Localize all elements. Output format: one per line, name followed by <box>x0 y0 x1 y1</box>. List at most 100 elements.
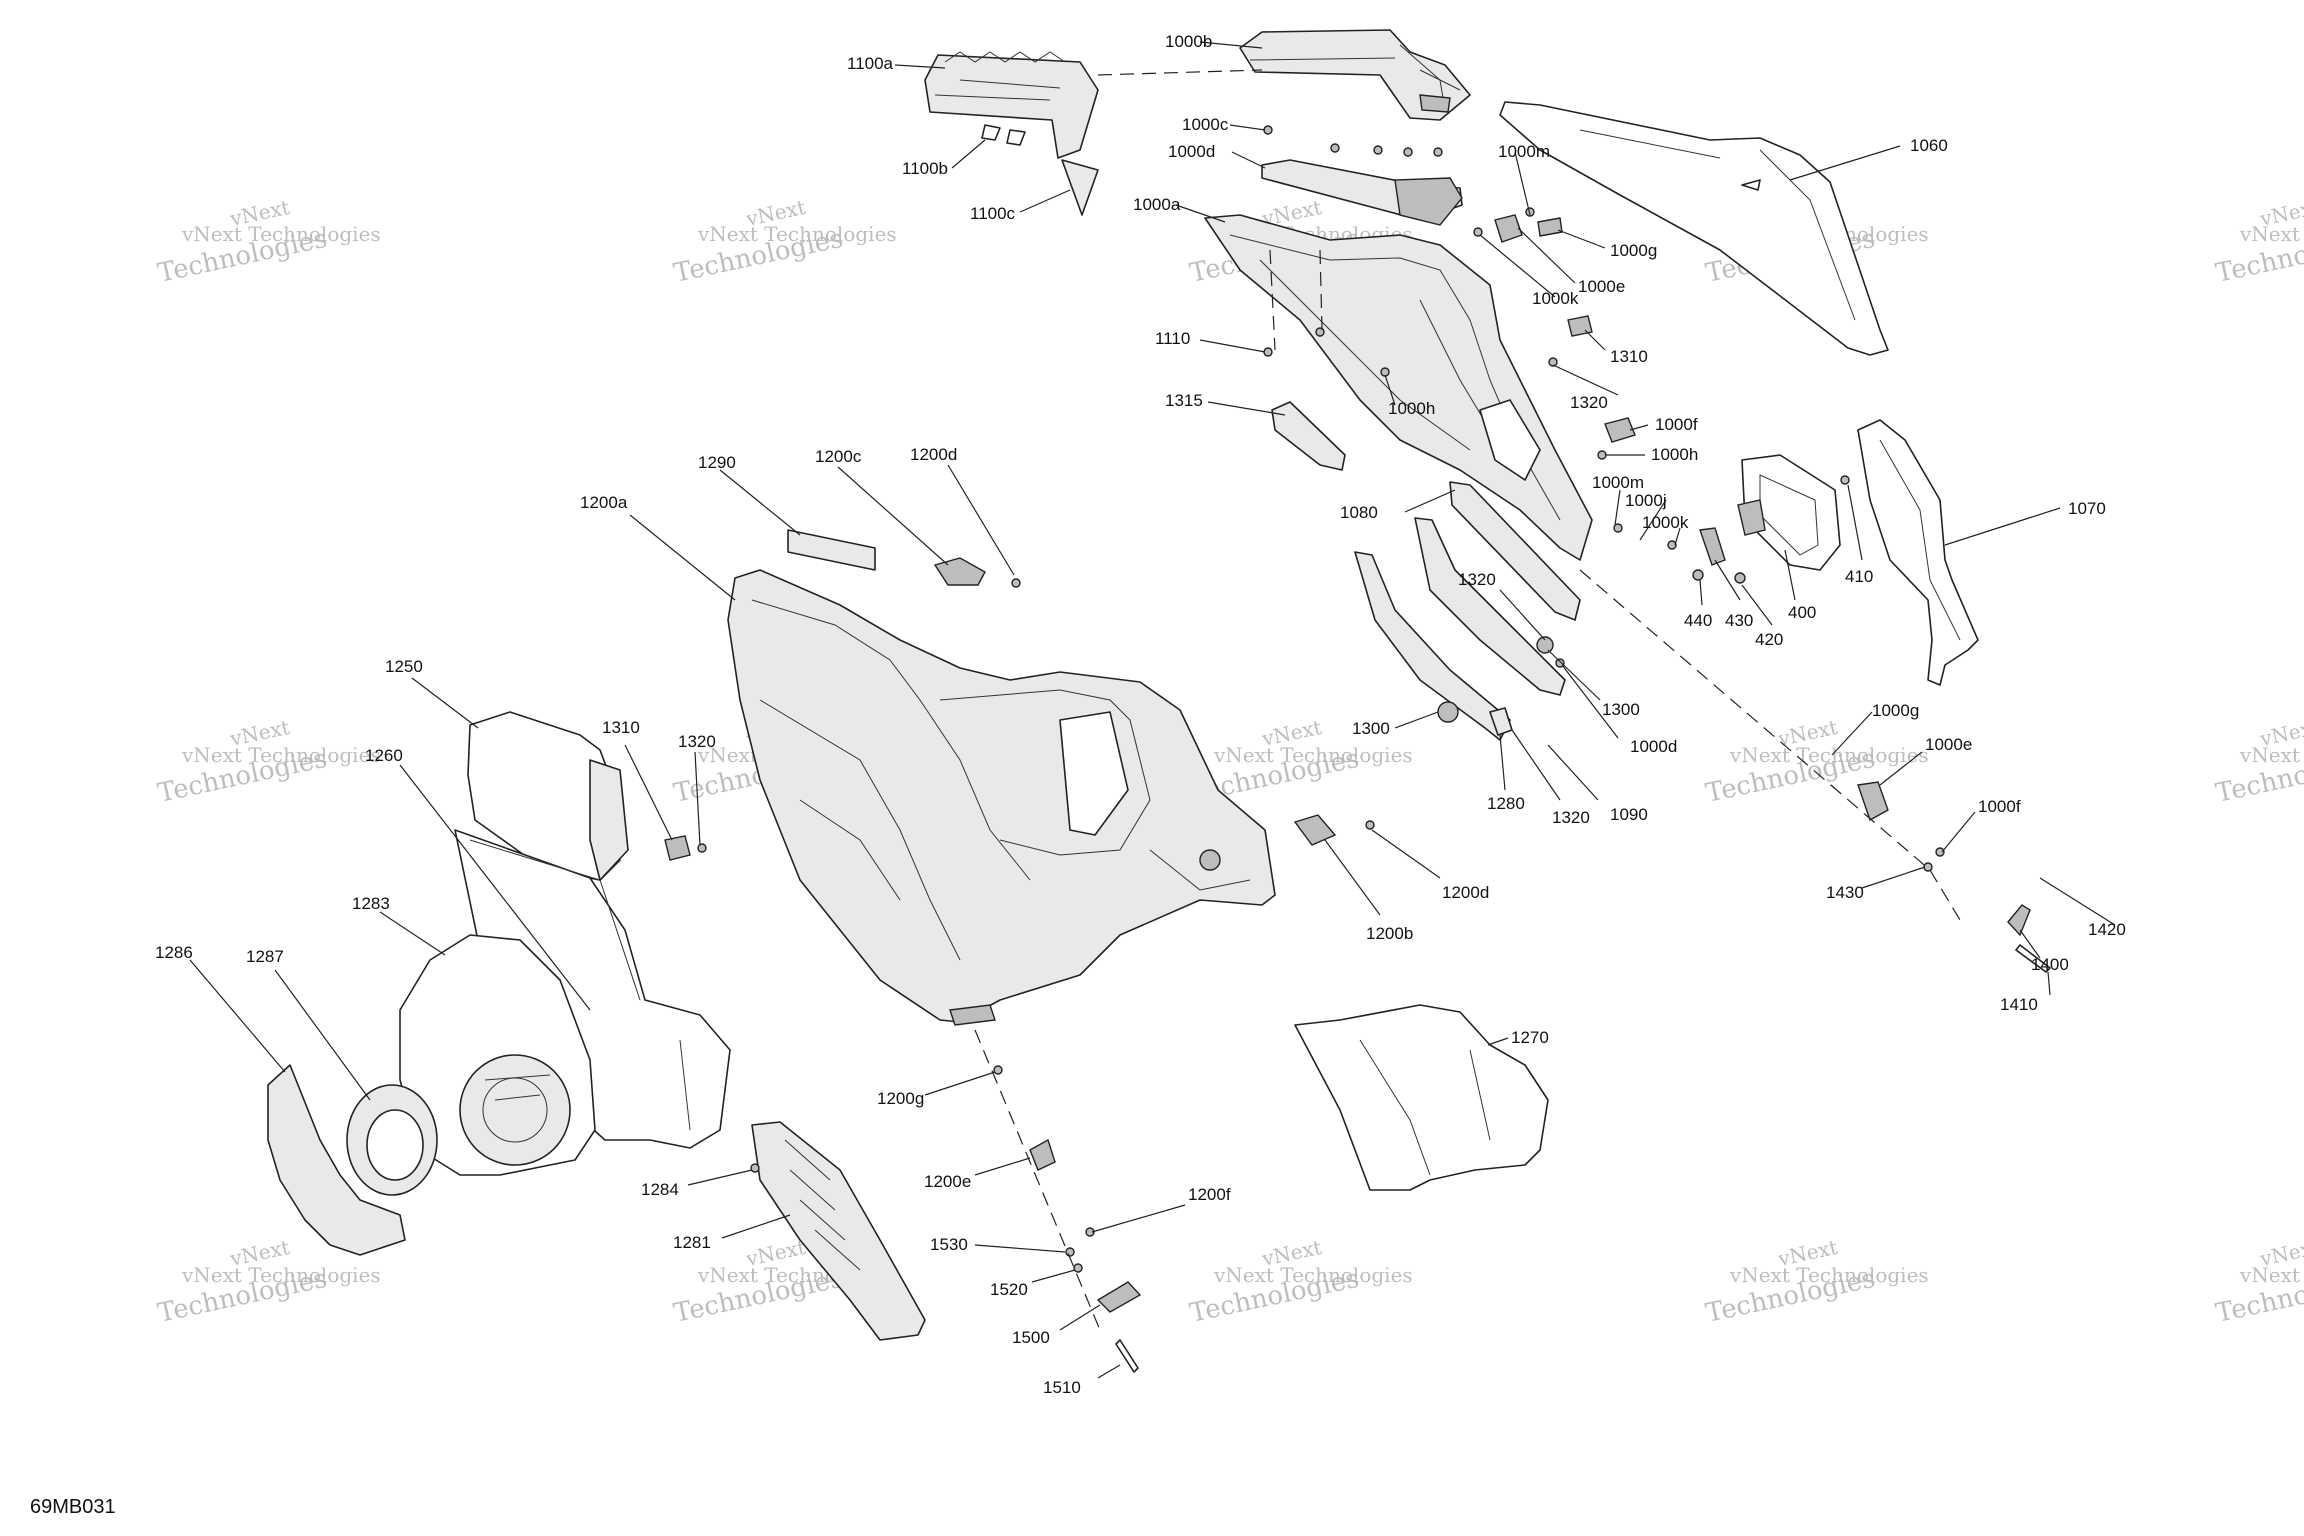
part-label: 1000g <box>1872 701 1919 720</box>
part-label: 1286 <box>155 943 193 962</box>
part-label: 1000k <box>1532 289 1579 308</box>
part-label: 1270 <box>1511 1028 1549 1047</box>
watermark-line: vNext Technologies <box>2239 222 2304 246</box>
part-label: 1420 <box>2088 920 2126 939</box>
part-410-screw <box>1840 475 1850 485</box>
part-440-nut <box>1692 569 1704 581</box>
part-1530-screw <box>1065 1247 1075 1257</box>
drawing-code: 69MB031 <box>30 1496 116 1518</box>
part-1100c-insert <box>1061 159 1099 216</box>
watermark-tile: vNext Technologies Technologies vNext <box>671 195 896 289</box>
part-1320-trim <box>1414 517 1566 696</box>
part-400-handle <box>1737 454 1841 571</box>
part-label: 1310 <box>602 718 640 737</box>
part-1315-bracket <box>1271 401 1346 471</box>
watermark-tile: vNext Technologies Technologies vNext <box>155 195 380 289</box>
part-label: 1000b <box>1165 32 1212 51</box>
part-1060-side-panel <box>1499 101 1889 356</box>
part-label: 1000c <box>1182 115 1229 134</box>
part-label: 1300 <box>1352 719 1390 738</box>
part-1000b-top-cover <box>1239 29 1471 121</box>
part-1520-screw <box>1073 1263 1083 1273</box>
part-1283-fan-housing <box>399 934 596 1176</box>
leader-lines <box>189 41 2116 1379</box>
watermark-tile: vNext Technologies Technologies vNext <box>1703 1235 1928 1329</box>
part-label: 1100a <box>847 54 894 73</box>
watermark-tile: vNext Technologies Technologies vNext <box>2213 715 2304 809</box>
part-label: 1100c <box>970 204 1016 223</box>
part-1000a-dash-frame <box>1204 177 1593 561</box>
part-1200b-pad <box>1293 814 1337 846</box>
part-label: 1000m <box>1592 473 1644 492</box>
watermark-line: vNext Technologies <box>181 743 381 767</box>
part-430-bracket <box>1699 527 1726 566</box>
watermark-tile: vNext Technologies Technologies vNext <box>1187 1235 1412 1329</box>
part-label: 1090 <box>1610 805 1648 824</box>
part-1300-knob <box>1437 701 1459 723</box>
part-1281-grille <box>751 1121 926 1341</box>
part-1100a-bracket <box>924 51 1099 159</box>
part-label: 1200a <box>580 493 628 512</box>
alignment-lines <box>974 69 1961 1331</box>
part-1287-ring <box>346 1084 438 1196</box>
part-label: 1510 <box>1043 1378 1081 1397</box>
part-1286-duct <box>267 1064 406 1256</box>
part-label: 1200c <box>815 447 862 466</box>
part-1400-latch <box>2007 904 2031 937</box>
part-1510-bolt <box>1115 1339 1139 1373</box>
part-label: 1281 <box>673 1233 711 1252</box>
part-label: 1280 <box>1487 794 1525 813</box>
part-label: 1000k <box>1642 513 1689 532</box>
part-label: 1200e <box>924 1172 971 1191</box>
part-label: 1320 <box>1458 570 1496 589</box>
part-label: 400 <box>1788 603 1816 622</box>
part-label: 1310 <box>1610 347 1648 366</box>
watermark-line: vNext Technologies <box>1213 743 1413 767</box>
part-label: 1000j <box>1625 491 1667 510</box>
watermark-line: vNext Technologies <box>697 222 897 246</box>
part-1080-trim <box>1449 481 1581 621</box>
part-label: 1080 <box>1340 503 1378 522</box>
part-label: 1000m <box>1498 142 1550 161</box>
part-1284-screw <box>750 1163 760 1173</box>
part-1200e-latch <box>1029 1138 1056 1171</box>
part-label: 1315 <box>1165 391 1203 410</box>
part-label: 1000h <box>1388 399 1435 418</box>
part-label: 410 <box>1845 567 1873 586</box>
part-label: 1500 <box>1012 1328 1050 1347</box>
part-label: 430 <box>1725 611 1753 630</box>
part-label: 1000e <box>1925 735 1972 754</box>
watermark-line: vNext Technologies <box>2239 1263 2304 1287</box>
part-label: 1200b <box>1366 924 1413 943</box>
watermark-tile: vNext Technologies Technologies vNext <box>155 715 380 809</box>
part-1270-bottom-cover <box>1294 1004 1549 1191</box>
part-420-nut <box>1734 572 1746 584</box>
part-1310-left-fastener <box>664 835 691 861</box>
part-label: 1320 <box>1552 808 1590 827</box>
part-label: 1110 <box>1155 329 1190 348</box>
part-label: 1000d <box>1168 142 1215 161</box>
part-label: 1520 <box>990 1280 1028 1299</box>
watermark-line: vNext Technologies <box>181 1263 381 1287</box>
part-labels: 1000b 1100a 1000c 1000d 1100b 1100c 1000… <box>155 32 2126 1397</box>
part-label: 1410 <box>2000 995 2038 1014</box>
part-1200c-trim <box>933 557 986 586</box>
part-label: 1430 <box>1826 883 1864 902</box>
small-screws <box>1263 125 1945 872</box>
part-1200d-screw-right <box>1365 820 1375 830</box>
watermark-line: vNext Technologies <box>1729 743 1929 767</box>
part-label: 1320 <box>678 732 716 751</box>
part-label: 1200g <box>877 1089 924 1108</box>
part-label: 1287 <box>246 947 284 966</box>
watermark-line: vNext Technologies <box>181 222 381 246</box>
part-1500-latch <box>1096 1281 1142 1313</box>
watermark-line: vNext Technologies <box>1729 1263 1929 1287</box>
part-label: 1200f <box>1188 1185 1231 1204</box>
part-1000f-clip <box>1604 417 1636 443</box>
part-1300-knob-right <box>1536 636 1554 654</box>
part-label: 1260 <box>365 746 403 765</box>
part-label: 1000f <box>1655 415 1698 434</box>
part-label: 1000e <box>1578 277 1625 296</box>
